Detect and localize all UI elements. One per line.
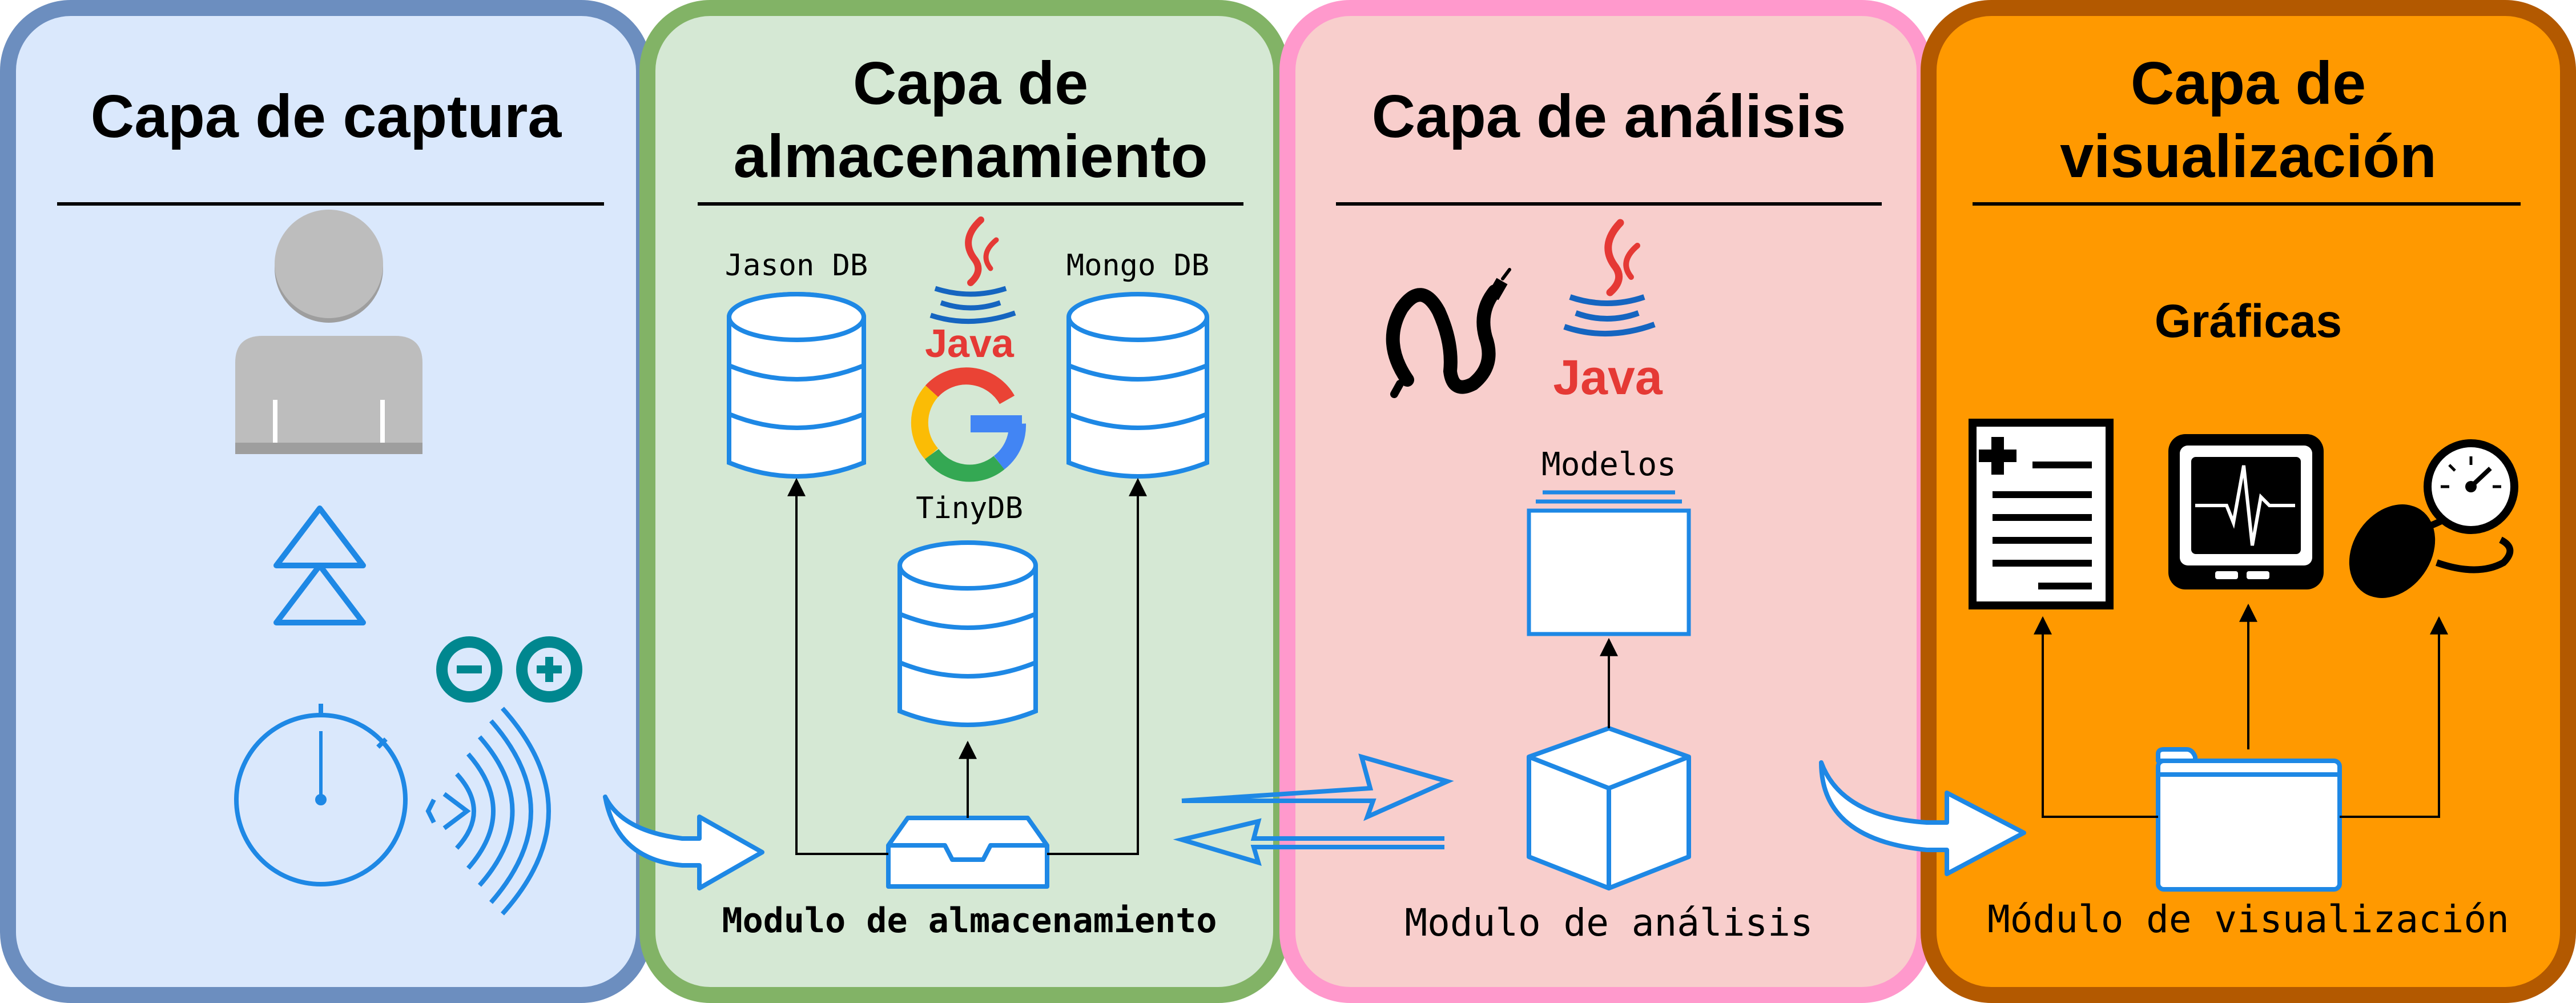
java-label: Java [1553,350,1663,405]
storage-module-label: Modulo de almacenamiento [722,901,1217,941]
heart-monitor-icon [2168,434,2324,589]
models-label: Modelos [1541,446,1676,483]
java-icon: Java [925,216,1016,366]
panel-visual-title-line2: visualización [2060,123,2437,190]
panel-storage-title-line1: Capa de [853,50,1088,117]
java-icon: Java [1553,219,1663,405]
db-label-mongo: Mongo DB [1066,248,1209,283]
layers-icon [1527,490,1691,636]
cube-icon [1527,726,1691,890]
storage-analysis-arrows [1173,753,1454,866]
panel-capture: Capa de captura [0,0,652,1003]
visual-module-label: Módulo de visualización [1987,897,2509,941]
google-icon [911,367,1027,482]
database-icon [1066,292,1209,479]
person-icon [235,210,422,454]
panel-capture-title: Capa de captura [91,83,562,150]
db-label-tinydb: TinyDB [916,491,1023,525]
panel-analysis-title: Capa de análisis [1372,83,1846,150]
sensor-cable-icon [1386,268,1511,398]
panel-visual: Capa de visualización Gráficas [1921,0,2576,1003]
db-label-jason: Jason DB [725,248,868,283]
inbox-icon [886,816,1049,889]
database-icon [727,292,866,479]
storage-connectors [787,478,1147,855]
arduino-icon [436,636,582,703]
analysis-module-label: Modulo de análisis [1404,901,1813,945]
panel-storage: Capa de almacenamiento Jason DB Mongo DB… [639,0,1289,1003]
stopwatch-icon [234,704,408,886]
java-label: Java [925,321,1015,366]
medical-report-icon [1969,419,2114,609]
visual-connectors [2034,603,2448,818]
blood-pressure-icon [2349,439,2518,598]
folder-icon [2156,747,2342,892]
wireless-signal-icon [425,707,551,916]
database-icon [897,540,1038,727]
double-triangle-icon [273,505,366,625]
graphs-label: Gráficas [2155,295,2342,347]
panel-analysis: Capa de análisis Java Modelos [1279,0,1933,1003]
panel-capture-box [0,0,652,1003]
panel-storage-title-line2: almacenamiento [734,123,1208,190]
panel-visual-title-line1: Capa de [2131,50,2366,117]
capture-to-storage-arrow [603,795,764,890]
analysis-to-visual-arrow [1819,760,2026,876]
